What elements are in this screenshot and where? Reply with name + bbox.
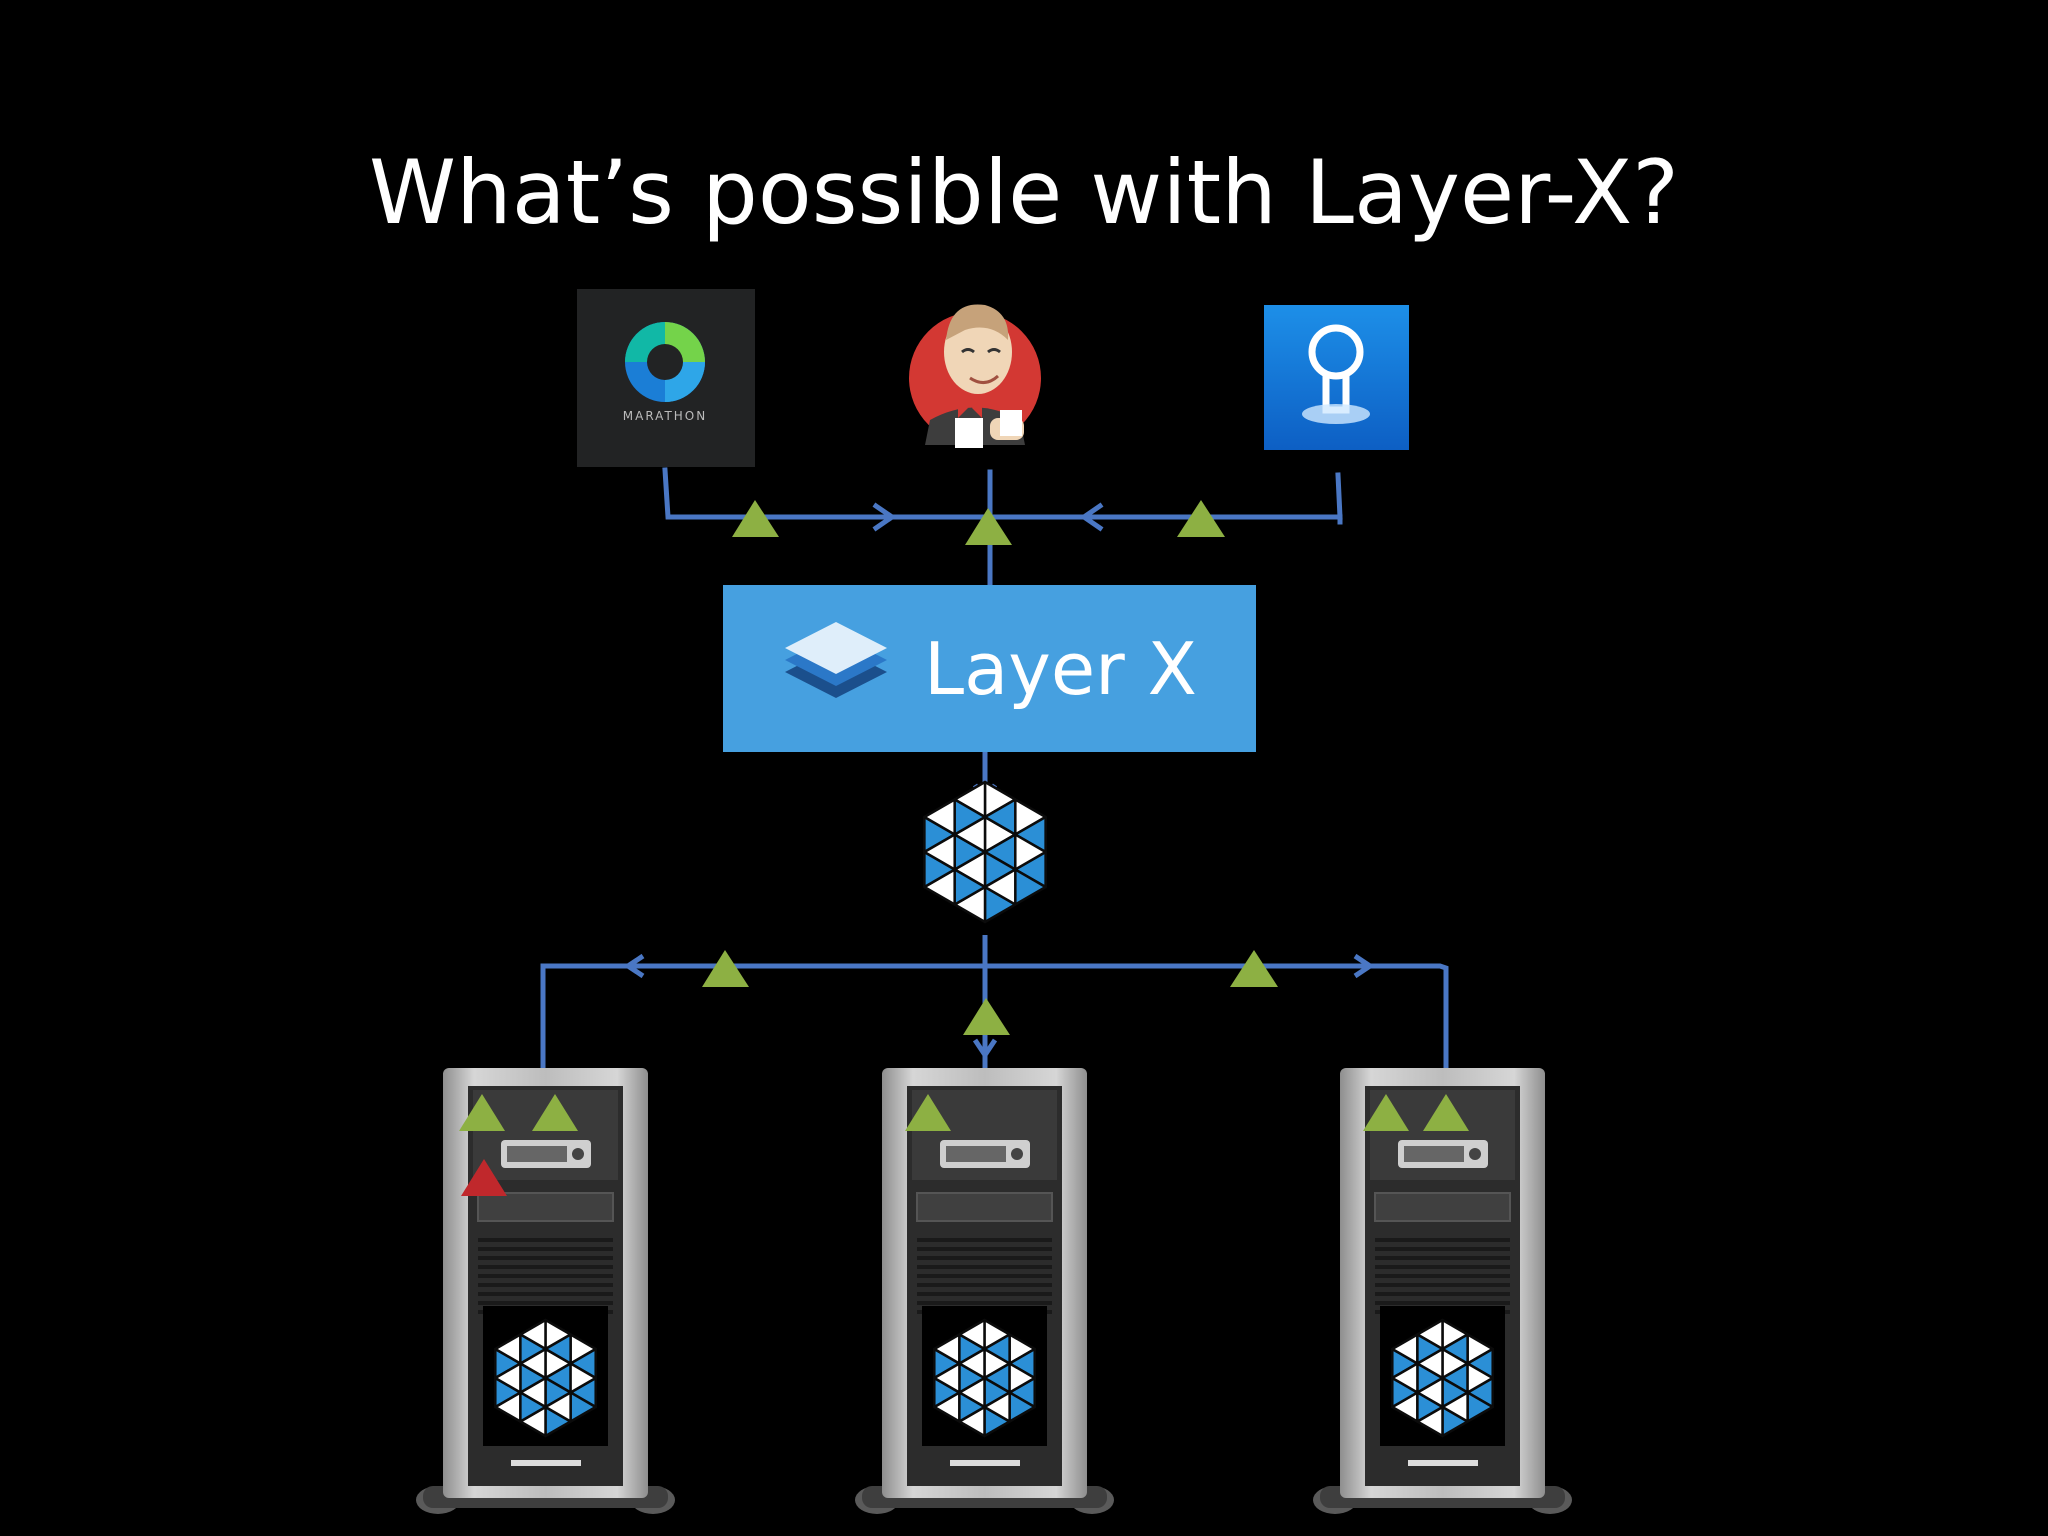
bottom-task-markers xyxy=(702,950,1278,1035)
mesos-hexagon-logo xyxy=(494,1318,597,1438)
agent-server-3 xyxy=(1313,1068,1572,1514)
arrowhead-left xyxy=(623,953,645,979)
layerx-box: Layer X xyxy=(723,585,1256,752)
marathon-label: MARATHON xyxy=(623,409,707,423)
task-marker xyxy=(732,500,779,537)
arrowhead-down xyxy=(972,1038,998,1060)
task-marker xyxy=(905,1094,951,1131)
task-marker xyxy=(459,1094,505,1131)
stacked-layers-icon xyxy=(785,622,887,698)
task-marker xyxy=(965,508,1012,545)
slide-title: What’s possible with Layer-X? xyxy=(368,141,1680,244)
task-marker xyxy=(963,998,1010,1035)
lightbulb-gear-app-icon xyxy=(1264,305,1409,450)
task-marker xyxy=(702,950,749,987)
task-marker xyxy=(532,1094,578,1131)
task-marker xyxy=(1230,950,1278,987)
task-marker xyxy=(1177,500,1225,537)
third-connector xyxy=(987,472,1343,525)
agent-server-2 xyxy=(855,1068,1114,1514)
arrowhead-right xyxy=(872,502,897,532)
top-task-markers xyxy=(732,500,1225,545)
marathon-connector xyxy=(662,467,993,520)
agent-servers xyxy=(416,1068,1572,1514)
failed-task-marker xyxy=(461,1159,507,1196)
jenkins-butler-logo xyxy=(909,304,1041,448)
mesos-hexagon-logo xyxy=(923,780,1047,924)
layerx-label: Layer X xyxy=(924,627,1197,711)
task-marker xyxy=(1423,1094,1469,1131)
mesos-hexagon-logo xyxy=(1391,1318,1494,1438)
agent-connectors xyxy=(540,935,1449,1093)
marathon-logo: MARATHON xyxy=(577,289,755,467)
arrowhead-right xyxy=(1353,953,1375,979)
task-marker xyxy=(1363,1094,1409,1131)
agent-server-1 xyxy=(416,1068,675,1514)
mesos-hexagon-logo xyxy=(933,1318,1036,1438)
mesos-master-logo xyxy=(923,780,1047,924)
arrowhead-left xyxy=(1079,502,1104,532)
